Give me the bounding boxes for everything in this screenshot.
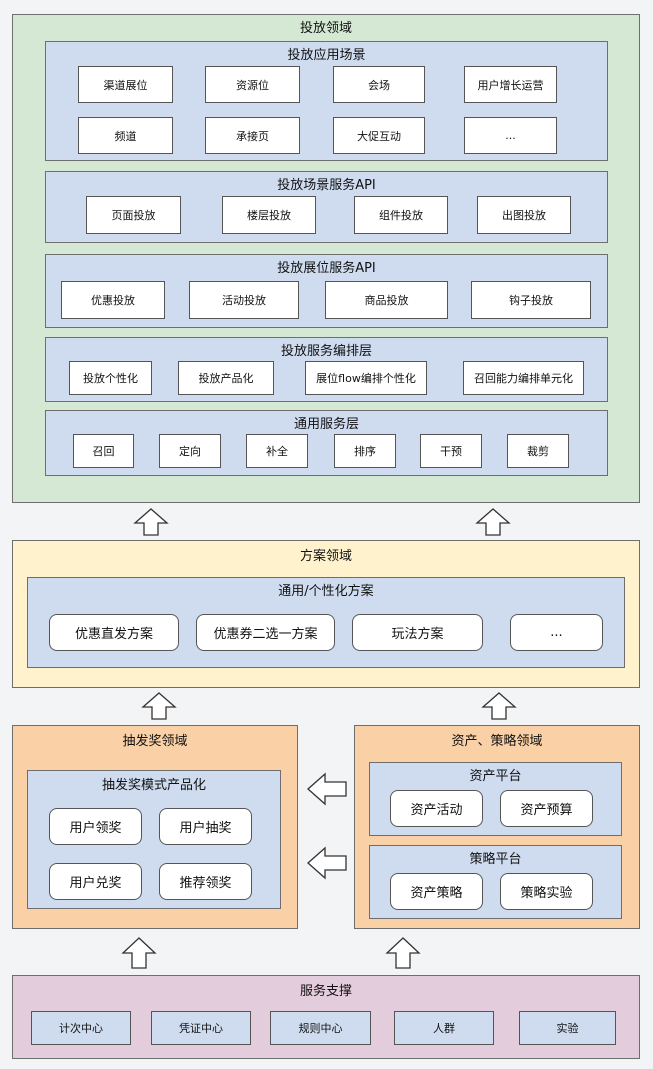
support-item: 实验	[519, 1011, 616, 1045]
up-arrow-icon	[141, 692, 177, 720]
scene-item: 会场	[333, 66, 425, 103]
strategy-platform-item: 资产策略	[390, 873, 483, 910]
strategy-platform-title: 策略平台	[469, 852, 522, 867]
left-arrow-icon	[307, 772, 347, 806]
plan-domain-title: 方案领域	[299, 549, 352, 564]
asset-platform-item: 资产活动	[390, 790, 483, 827]
plan-item: 玩法方案	[352, 614, 483, 651]
scene-item: 大促互动	[333, 117, 425, 154]
orchestration-item: 投放个性化	[69, 361, 152, 395]
scene-item: ...	[464, 117, 557, 154]
common-service-item: 排序	[334, 434, 396, 468]
lottery-domain-title: 抽发奖领域	[122, 734, 188, 749]
common-service-item: 召回	[73, 434, 134, 468]
common-service-item: 裁剪	[507, 434, 569, 468]
orchestration-item: 展位flow编排个性化	[305, 361, 427, 395]
up-arrow-icon	[121, 937, 157, 969]
support-item: 规则中心	[270, 1011, 371, 1045]
left-arrow-icon	[307, 846, 347, 880]
orchestration-item: 投放产品化	[178, 361, 274, 395]
support-item: 凭证中心	[151, 1011, 251, 1045]
support-item: 计次中心	[31, 1011, 131, 1045]
common-service-item: 干预	[420, 434, 482, 468]
support-domain-title: 服务支撑	[299, 984, 352, 999]
slot-api-item: 商品投放	[325, 281, 448, 319]
asset-platform-item: 资产预算	[500, 790, 593, 827]
scene-item: 承接页	[205, 117, 300, 154]
asset-strategy-domain-title: 资产、策略领域	[451, 734, 543, 749]
plan-item: 优惠直发方案	[49, 614, 179, 651]
scene-item: 频道	[78, 117, 173, 154]
lottery-item: 推荐领奖	[159, 863, 252, 900]
lottery-item: 用户兑奖	[49, 863, 142, 900]
scene-item: 渠道展位	[78, 66, 173, 103]
asset-platform-title: 资产平台	[469, 769, 522, 784]
scene-api-item: 楼层投放	[222, 196, 316, 234]
up-arrow-icon	[385, 937, 421, 969]
scene-item: 用户增长运营	[464, 66, 557, 103]
lottery-item: 用户抽奖	[159, 808, 252, 845]
slot-api-item: 活动投放	[189, 281, 299, 319]
lottery-sub-layer-title: 抽发奖模式产品化	[101, 778, 206, 793]
slot-api-item: 钩子投放	[471, 281, 591, 319]
orchestration-item: 召回能力编排单元化	[463, 361, 584, 395]
common-service-item: 定向	[159, 434, 221, 468]
support-item: 人群	[394, 1011, 494, 1045]
scene-api-layer-title: 投放场景服务API	[277, 178, 376, 193]
slot-api-item: 优惠投放	[61, 281, 165, 319]
plan-item: ...	[510, 614, 603, 651]
scenes-layer-title: 投放应用场景	[287, 48, 366, 63]
strategy-platform-item: 策略实验	[500, 873, 593, 910]
plan-item: 优惠券二选一方案	[196, 614, 335, 651]
delivery-domain-title: 投放领域	[299, 21, 352, 36]
plan-sub-layer-title: 通用/个性化方案	[278, 584, 374, 599]
scene-api-item: 出图投放	[477, 196, 571, 234]
lottery-item: 用户领奖	[49, 808, 142, 845]
common-service-item: 补全	[246, 434, 308, 468]
orchestration-layer-title: 投放服务编排层	[280, 344, 372, 359]
up-arrow-icon	[133, 508, 169, 536]
up-arrow-icon	[481, 692, 517, 720]
common-service-layer-title: 通用服务层	[293, 417, 359, 432]
scene-api-item: 页面投放	[86, 196, 181, 234]
scene-item: 资源位	[205, 66, 300, 103]
up-arrow-icon	[475, 508, 511, 536]
scene-api-item: 组件投放	[354, 196, 448, 234]
slot-api-layer-title: 投放展位服务API	[277, 261, 376, 276]
